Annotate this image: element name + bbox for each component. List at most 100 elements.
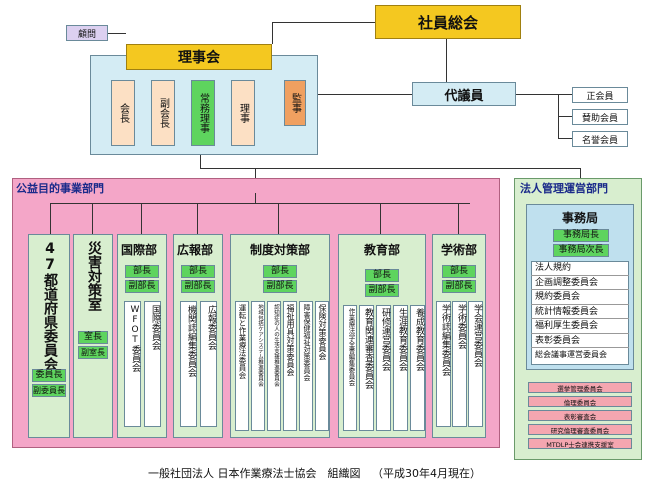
connector [446, 39, 447, 82]
role-label: 部長 [270, 266, 289, 276]
committee-label: 倫理委員会 [563, 398, 597, 407]
committee-box: 学会運営委員会 [468, 301, 483, 427]
dept-head: 部長 [181, 265, 215, 278]
committee-label: 生涯教育委員会 [397, 308, 407, 371]
connector [50, 203, 470, 204]
advisor-label: 顧問 [77, 29, 96, 40]
committee-box: 運転と作業療法委員会 [235, 301, 249, 431]
member-type-regular: 正会員 [572, 87, 628, 103]
role-label: 副部長 [266, 281, 294, 291]
list-item: 企画調整委員会 [531, 276, 629, 290]
dept-vice-head: 副部長 [442, 280, 476, 293]
committee-label: 表彰審査会 [563, 412, 597, 421]
committee-box: 保険対策委員会 [315, 301, 329, 431]
committee-label: 学会運営委員会 [472, 304, 482, 367]
other-committee: 研究倫理審査委員会 [528, 424, 632, 435]
disaster-head: 室長 [78, 331, 108, 344]
auditor-box: 監事 [284, 80, 306, 126]
list-item: 法人規約 [531, 261, 629, 276]
prefectural-chair: 委員長 [32, 369, 66, 382]
connector [50, 203, 51, 234]
secretary-general: 事務局長 [553, 229, 609, 242]
board-member-label: 副会長 [157, 98, 169, 128]
secretariat-label: 事務局 [561, 211, 598, 225]
connector [458, 203, 459, 234]
prefectural-committee-label: 47都道府県委員会 [42, 241, 58, 371]
list-item: 福利厚生委員会 [531, 319, 629, 334]
connector [318, 94, 412, 95]
committee-box: 広報委員会 [200, 301, 217, 427]
role-label: 室長 [83, 332, 102, 342]
member-type-label: 正会員 [586, 91, 614, 102]
board-member-label: 常務理事 [197, 93, 209, 133]
member-type-honorary: 名誉会員 [572, 131, 628, 147]
committee-label: 運転と作業療法委員会 [238, 304, 247, 379]
connector [380, 203, 381, 234]
dept-vice-head: 副部長 [181, 280, 215, 293]
connector [92, 203, 93, 234]
education-dept-box: 教育部 部長 副部長 作業療法学全書編集委員会 教育関連審査委員会 研修運営委員… [338, 234, 426, 438]
pr-dept-label: 広報部 [177, 243, 214, 257]
delegates-label: 代議員 [444, 88, 484, 104]
general-assembly-box: 社員総会 [375, 5, 521, 39]
committee-label: 認知症の人の生活支援推進委員会 [273, 304, 279, 387]
dept-vice-head: 副部長 [263, 280, 297, 293]
role-label: 部長 [188, 266, 207, 276]
role-label: 部長 [372, 270, 391, 280]
dept-vice-head: 副部長 [125, 280, 159, 293]
other-committee: MTDLP士会連携支援室 [528, 438, 632, 449]
connector [558, 94, 572, 95]
committee-box: 地域包括ケアシステム推進委員会 [251, 301, 265, 431]
committee-box: 障害保健福祉対策委員会 [299, 301, 313, 431]
auditor-label: 監事 [289, 93, 301, 113]
international-dept-label: 国際部 [121, 243, 158, 257]
committee-box: 研修運営委員会 [376, 305, 391, 431]
board-member-director: 理事 [231, 80, 255, 146]
committee-label: 広報委員会 [206, 305, 216, 350]
member-type-label: 名誉会員 [581, 135, 618, 146]
connector [200, 155, 201, 168]
connector [272, 22, 375, 23]
advisor-box: 顧問 [66, 25, 108, 41]
committee-label: 教育関連審査委員会 [363, 308, 373, 389]
list-item: 規約委員会 [531, 290, 629, 305]
role-label: 事務局次長 [558, 245, 604, 255]
role-label: 委員長 [35, 370, 63, 380]
academic-dept-box: 学術部 部長 副部長 学術誌編集委員会 学術委員会 学会運営委員会 [432, 234, 486, 438]
footer-date: （平成30年4月現在） [372, 467, 481, 480]
board-member-vice-president: 副会長 [151, 80, 175, 146]
board-label: 理事会 [178, 50, 220, 66]
connector [516, 94, 558, 95]
committee-box: 福祉用具対策委員会 [283, 301, 297, 431]
connector [141, 203, 142, 234]
connector [278, 203, 279, 234]
connector [272, 22, 273, 44]
committee-box: WFOT委員会 [124, 301, 141, 427]
education-dept-label: 教育部 [363, 243, 400, 257]
board-member-executive-director: 常務理事 [191, 80, 215, 146]
disaster-office-box: 災害対策室 室長 副室長 [73, 234, 113, 438]
role-label: 部長 [449, 266, 468, 276]
committee-label: 養成教育委員会 [414, 308, 424, 371]
prefectural-vice-chair: 副委員長 [32, 384, 66, 397]
committee-label: MTDLP士会連携支援室 [546, 440, 614, 449]
deputy-secretary-general: 事務局次長 [553, 244, 609, 257]
disaster-office-label: 災害対策室 [86, 241, 102, 311]
member-type-label: 賛助会員 [581, 113, 618, 124]
connector [108, 33, 126, 34]
committee-label: 保険対策委員会 [318, 304, 327, 360]
board-member-label: 理事 [237, 103, 249, 123]
connector [200, 168, 580, 169]
policy-dept-box: 制度対策部 部長 副部長 運転と作業療法委員会 地域包括ケアシステム推進委員会 … [230, 234, 330, 438]
role-label: 事務局長 [562, 230, 599, 240]
dept-vice-head: 副部長 [365, 284, 399, 297]
dept-head: 部長 [442, 265, 476, 278]
role-label: 部長 [132, 266, 151, 276]
role-label: 副委員長 [33, 386, 65, 395]
committee-label: 福祉用具対策委員会 [286, 304, 295, 376]
committee-box: 学術委員会 [452, 301, 467, 427]
prefectural-committee-box: 47都道府県委員会 委員長 副委員長 [28, 234, 70, 438]
dept-head: 部長 [365, 269, 399, 282]
role-label: 副部長 [128, 281, 156, 291]
list-item: 表彰委員会 [531, 334, 629, 348]
